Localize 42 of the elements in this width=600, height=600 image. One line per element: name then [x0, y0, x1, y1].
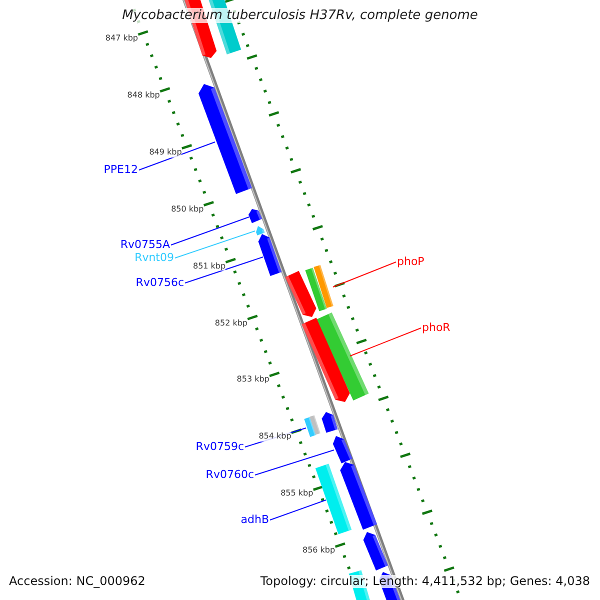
gene-block — [305, 264, 334, 312]
gene-block — [322, 412, 338, 433]
gene-label: Rvnt09 — [134, 252, 174, 264]
scale-label: 854 kbp — [258, 432, 292, 442]
gene-label: phoR — [422, 322, 450, 334]
gene-label: adhB — [240, 514, 269, 526]
gene-label: PPE12 — [104, 164, 138, 176]
scale-label: 848 kbp — [127, 92, 160, 100]
gene-label: Rv0760c — [206, 468, 254, 482]
gene-block — [315, 464, 352, 534]
gene-block — [302, 318, 350, 402]
leader-line — [184, 256, 264, 284]
scale-label: 849 kbp — [149, 148, 182, 158]
gene-block — [248, 209, 262, 224]
scale-label: 851 kbp — [192, 262, 226, 271]
gene-block — [258, 234, 282, 276]
gene-label: Rv0759c — [196, 440, 244, 454]
scale-label: 855 kbp — [280, 490, 314, 499]
leader-line — [332, 262, 396, 288]
scale-label: 852 kbp — [214, 319, 248, 328]
gene-block — [340, 462, 377, 530]
gene-block — [363, 532, 388, 570]
leader-line — [170, 216, 250, 246]
leader-line — [138, 142, 216, 170]
gene-label: Rv0756c — [136, 276, 184, 290]
gene-block — [316, 312, 369, 401]
gene-block — [304, 415, 320, 437]
gene-block — [332, 436, 352, 464]
leader-line — [254, 450, 334, 476]
gene-block — [198, 84, 252, 194]
leader-line — [270, 500, 326, 520]
scale-label: 847 kbp — [105, 34, 138, 44]
scale-label: 850 kbp — [171, 205, 204, 214]
gene-block — [256, 226, 265, 236]
gene-label: Rv0755A — [120, 238, 170, 252]
leader-line — [174, 230, 256, 258]
leader-line — [350, 328, 422, 356]
scale-label: 856 kbp — [302, 546, 336, 556]
gene-block — [285, 270, 316, 317]
gene-label: phoP — [397, 256, 424, 268]
accession-note: Accession: NC_000962 — [9, 575, 146, 588]
scale-label: 853 kbp — [236, 376, 270, 385]
